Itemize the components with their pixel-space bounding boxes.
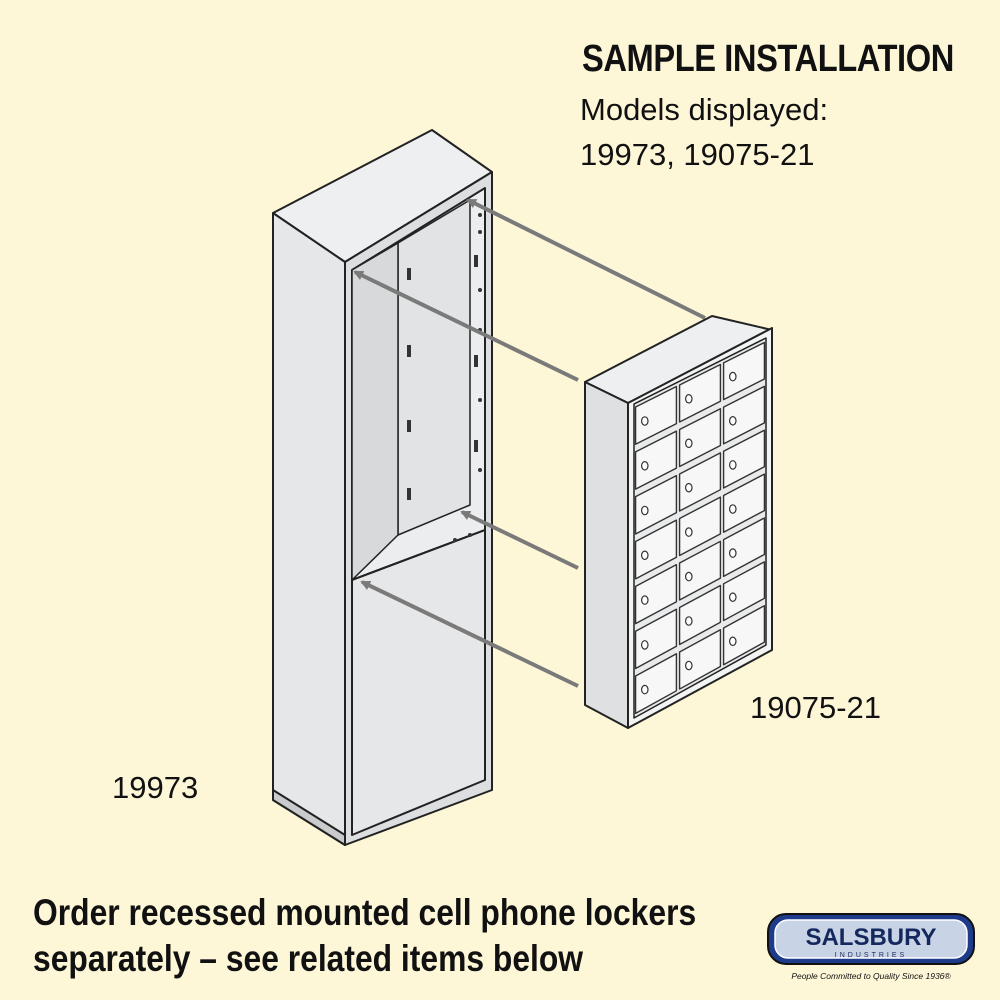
locker-door: [678, 584, 722, 646]
locker-door: [678, 629, 722, 690]
locker-door: [634, 608, 678, 670]
footer-note: Order recessed mounted cell phone locker…: [33, 890, 697, 982]
locker-door: [634, 563, 678, 625]
locker-door: [634, 385, 678, 445]
lock-icon: [684, 438, 693, 449]
models-label: Models displayed:: [580, 92, 829, 127]
locker-door: [634, 519, 678, 580]
lock-icon: [684, 571, 693, 582]
locker-door: [722, 561, 766, 622]
footer-line-1: Order recessed mounted cell phone locker…: [33, 892, 697, 933]
logo-name: SALSBURY: [805, 924, 936, 951]
lock-icon: [728, 592, 737, 602]
lock-icon: [640, 595, 649, 605]
lock-icon: [728, 636, 737, 647]
logo-subname: INDUSTRIES: [835, 952, 907, 959]
lock-icon: [728, 460, 737, 470]
lock-icon: [640, 505, 649, 516]
models-list: 19973, 19075-21: [580, 137, 815, 172]
logo-tagline: People Committed to Quality Since 1936®: [791, 971, 951, 981]
locker-illustration: [584, 315, 773, 729]
lock-icon: [684, 482, 693, 493]
footer-line-2: separately – see related items below: [33, 938, 584, 979]
page-title: SAMPLE INSTALLATION: [582, 38, 954, 80]
locker-door: [722, 429, 766, 489]
locker-door: [722, 604, 766, 666]
lock-icon: [728, 415, 737, 426]
lock-icon: [640, 640, 649, 650]
lock-icon: [684, 616, 693, 626]
locker-door: [722, 473, 766, 533]
arrow-icon: [353, 198, 706, 688]
lock-icon: [640, 550, 649, 561]
locker-door: [678, 408, 722, 468]
locker-model-label: 19075-21: [750, 690, 882, 725]
locker-door: [634, 474, 678, 535]
locker-door: [678, 452, 722, 512]
lock-icon: [684, 527, 693, 537]
locker-door: [678, 363, 722, 423]
cabinet-illustration: [272, 129, 493, 846]
lock-icon: [684, 393, 693, 404]
lock-icon: [640, 460, 649, 471]
lock-icon: [728, 504, 737, 514]
salsbury-logo: SALSBURY INDUSTRIES People Committed to …: [767, 913, 975, 981]
locker-door: [722, 341, 766, 401]
lock-icon: [728, 371, 737, 382]
lock-icon: [684, 660, 693, 671]
locker-door: [678, 540, 722, 601]
lock-icon: [640, 684, 649, 695]
lock-icon: [728, 548, 737, 558]
lock-icon: [640, 416, 649, 426]
locker-door: [634, 653, 678, 715]
locker-door: [722, 517, 766, 578]
locker-door: [634, 430, 678, 490]
locker-door: [678, 496, 722, 557]
cabinet-model-label: 19973: [112, 770, 199, 805]
locker-door: [722, 385, 766, 445]
